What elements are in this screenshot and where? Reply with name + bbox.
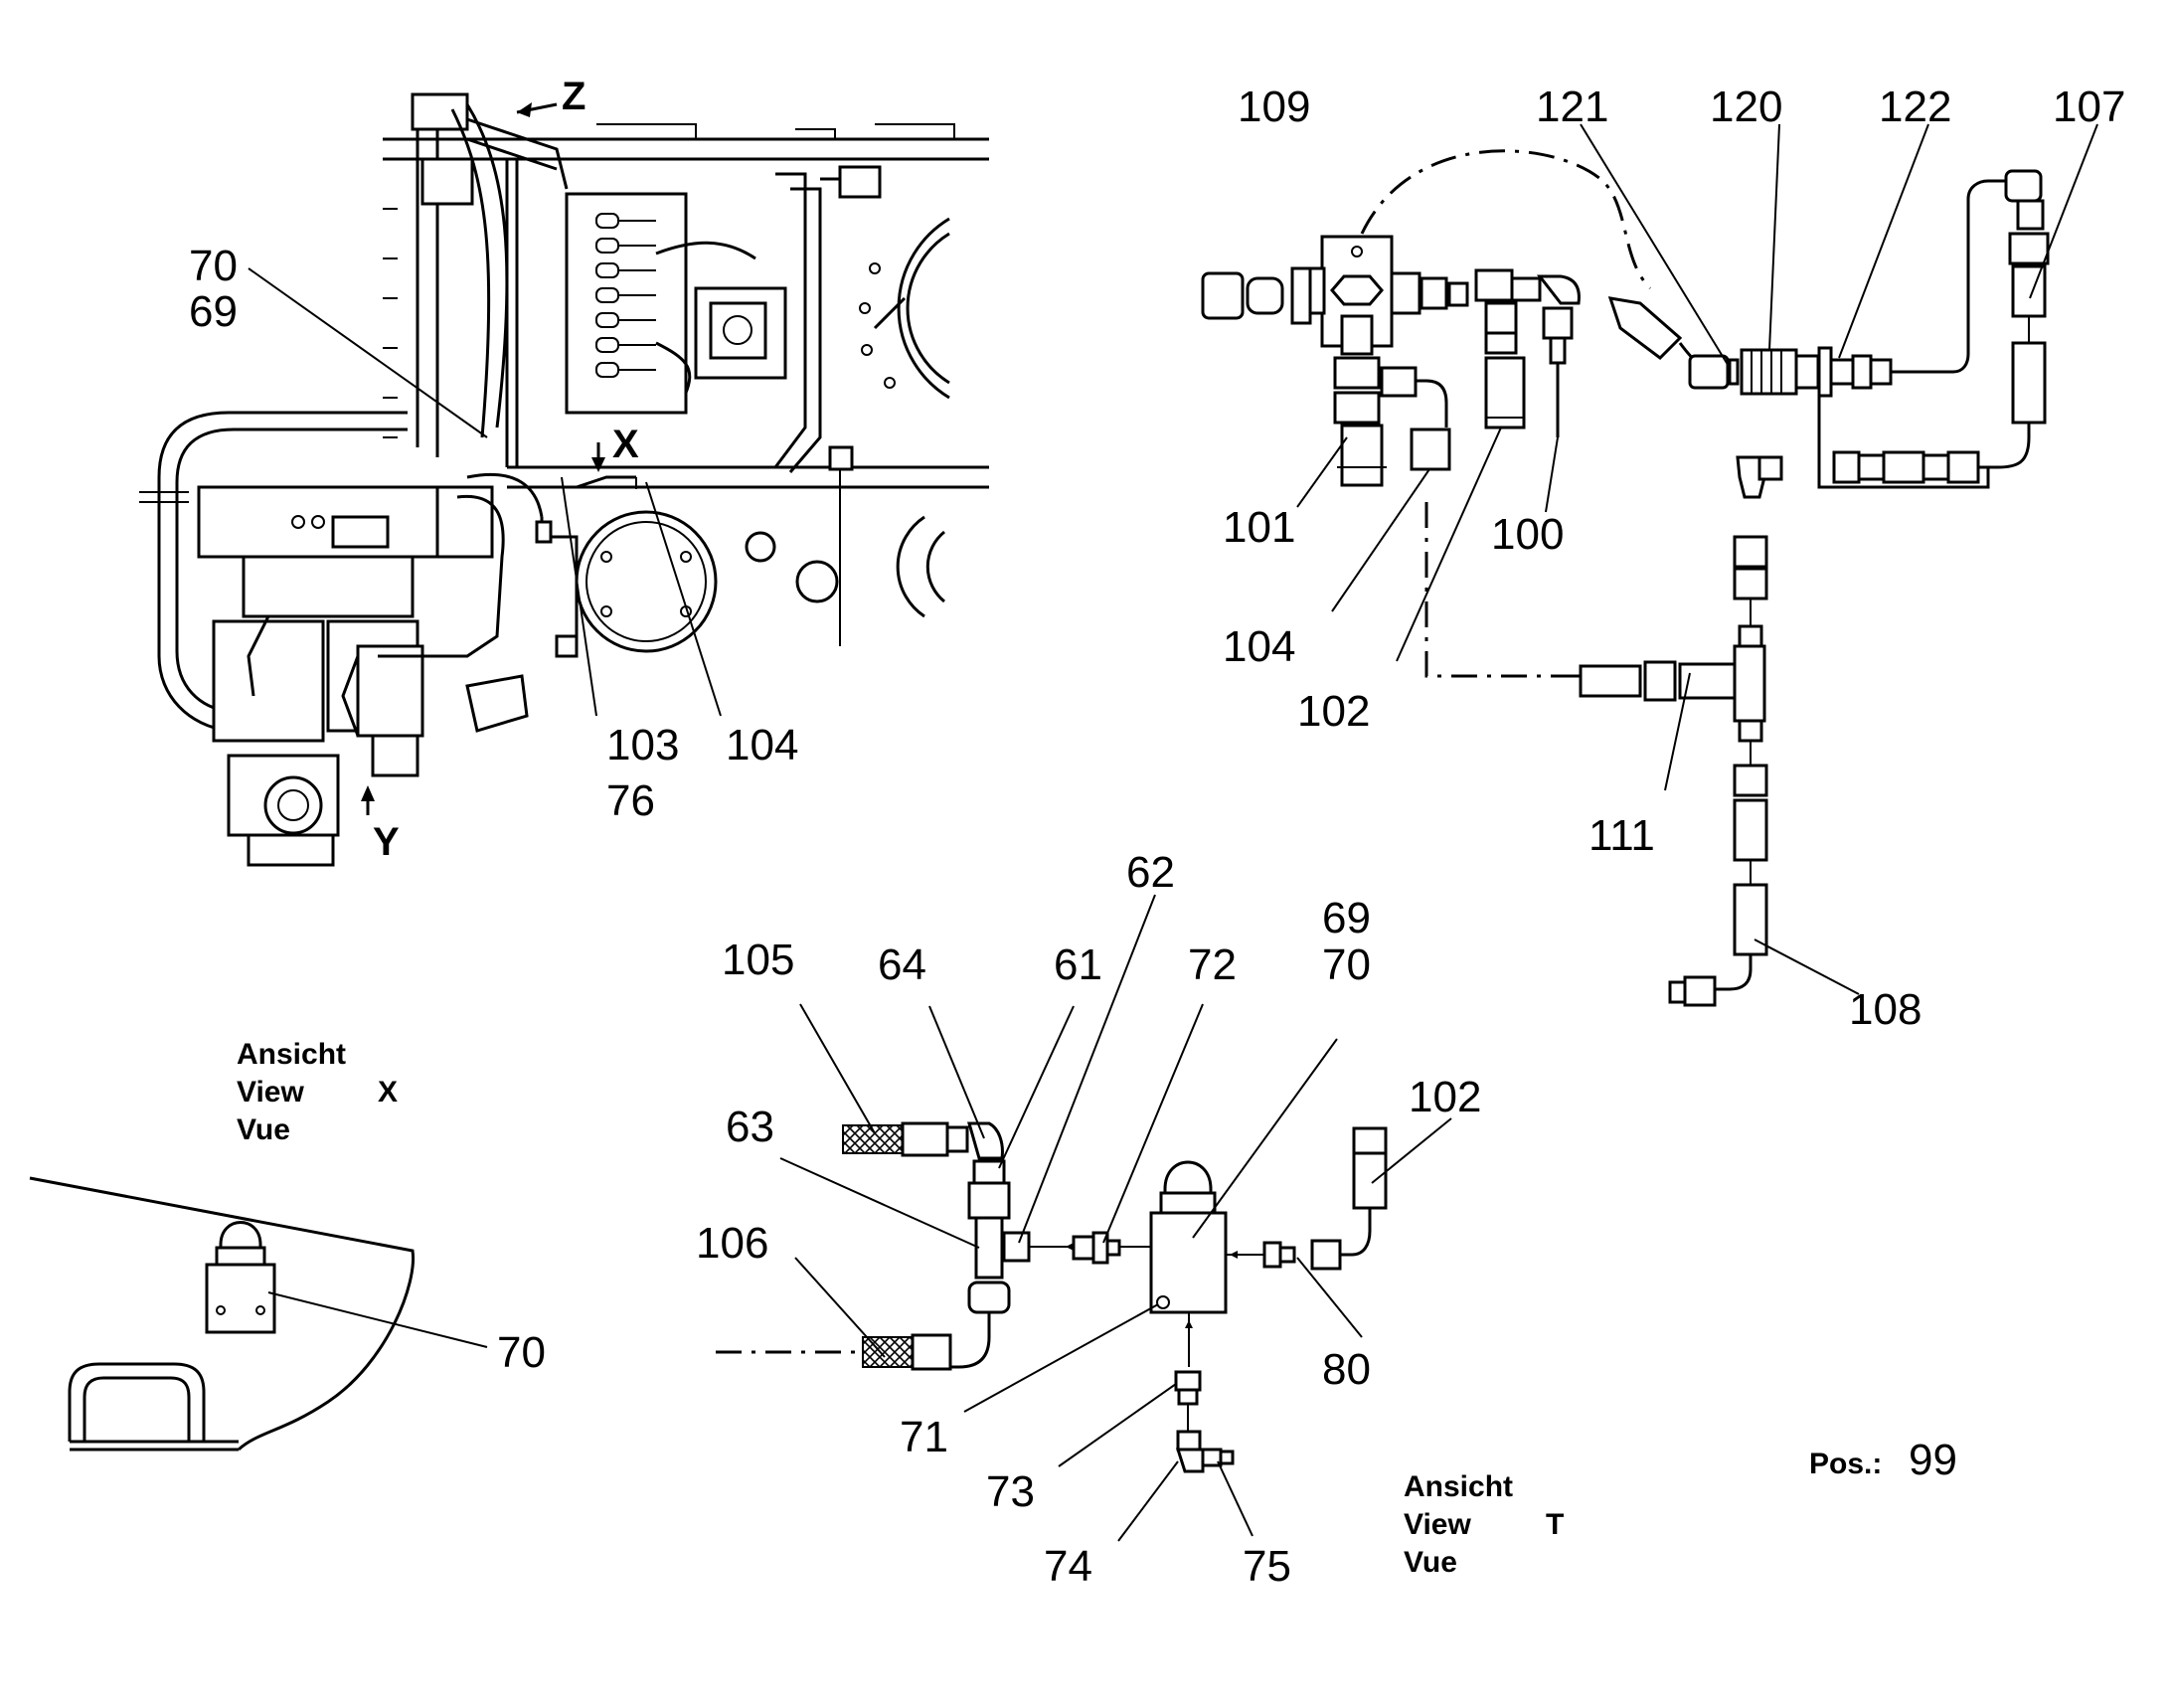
callout-76: 103 xyxy=(606,721,679,769)
callout-69-view-t: 69 xyxy=(1322,894,1371,942)
callout-70: 70 xyxy=(189,242,238,290)
callout-75: 75 xyxy=(1243,1542,1291,1591)
position-label: Pos.: xyxy=(1809,1448,1882,1480)
view-x-line3: Vue xyxy=(237,1113,290,1146)
top-right-fittings xyxy=(1201,123,2098,1007)
callout-72: 72 xyxy=(1188,940,1237,989)
callout-102: 76 xyxy=(606,776,655,825)
callout-108: 108 xyxy=(1849,985,1922,1034)
callout-122: 122 xyxy=(1879,83,1951,131)
position-indicator: Pos.: 99 xyxy=(1809,1436,1957,1484)
callout-103: 104 xyxy=(1223,622,1295,671)
callout-61: 61 xyxy=(1054,940,1102,989)
callout-74: 74 xyxy=(1044,1542,1092,1591)
callout-104: 104 xyxy=(726,721,798,769)
view-t-line1: Ansicht xyxy=(1404,1470,1513,1503)
view-t-label: Ansicht View Vue T xyxy=(1404,1470,1564,1579)
view-x-letter: X xyxy=(378,1076,398,1109)
callout-101: 101 xyxy=(1223,503,1295,552)
callout-107: 107 xyxy=(2053,83,2125,131)
callout-71: 71 xyxy=(900,1413,948,1461)
view-t-line2: View xyxy=(1404,1508,1471,1541)
view-t-assembly xyxy=(716,894,1452,1542)
callout-100: 100 xyxy=(1491,510,1564,559)
callout-102-view-t: 102 xyxy=(1409,1073,1481,1121)
callout-120: 120 xyxy=(1710,83,1782,131)
callout-70-view-x: 70 xyxy=(497,1328,546,1377)
position-value: 99 xyxy=(1909,1436,1957,1484)
callout-63: 63 xyxy=(726,1103,774,1151)
view-x-line1: Ansicht xyxy=(237,1038,346,1071)
callout-111: 111 xyxy=(1588,811,1655,860)
view-x-panel xyxy=(29,1176,488,1452)
callout-106: 106 xyxy=(696,1219,768,1268)
view-x-label: Ansicht View Vue X xyxy=(237,1038,398,1146)
callout-62: 62 xyxy=(1126,848,1175,897)
callout-121: 121 xyxy=(1536,83,1608,131)
machine-frame-overview: Z X Y xyxy=(139,75,989,867)
view-x-line2: View xyxy=(237,1076,304,1109)
callout-70-view-t: 70 xyxy=(1322,940,1371,989)
view-t-line3: Vue xyxy=(1404,1546,1457,1579)
direction-label-x: X xyxy=(612,423,639,466)
callout-64: 64 xyxy=(878,940,926,989)
callout-69: 69 xyxy=(189,287,238,336)
callout-80: 80 xyxy=(1322,1345,1371,1394)
direction-label-y: Y xyxy=(373,820,400,864)
callout-104-right: 102 xyxy=(1297,687,1370,736)
callout-109: 109 xyxy=(1238,83,1310,131)
direction-label-z: Z xyxy=(562,75,585,118)
view-t-letter: T xyxy=(1546,1508,1564,1541)
callout-105: 105 xyxy=(722,936,794,984)
callout-73: 73 xyxy=(986,1467,1035,1516)
